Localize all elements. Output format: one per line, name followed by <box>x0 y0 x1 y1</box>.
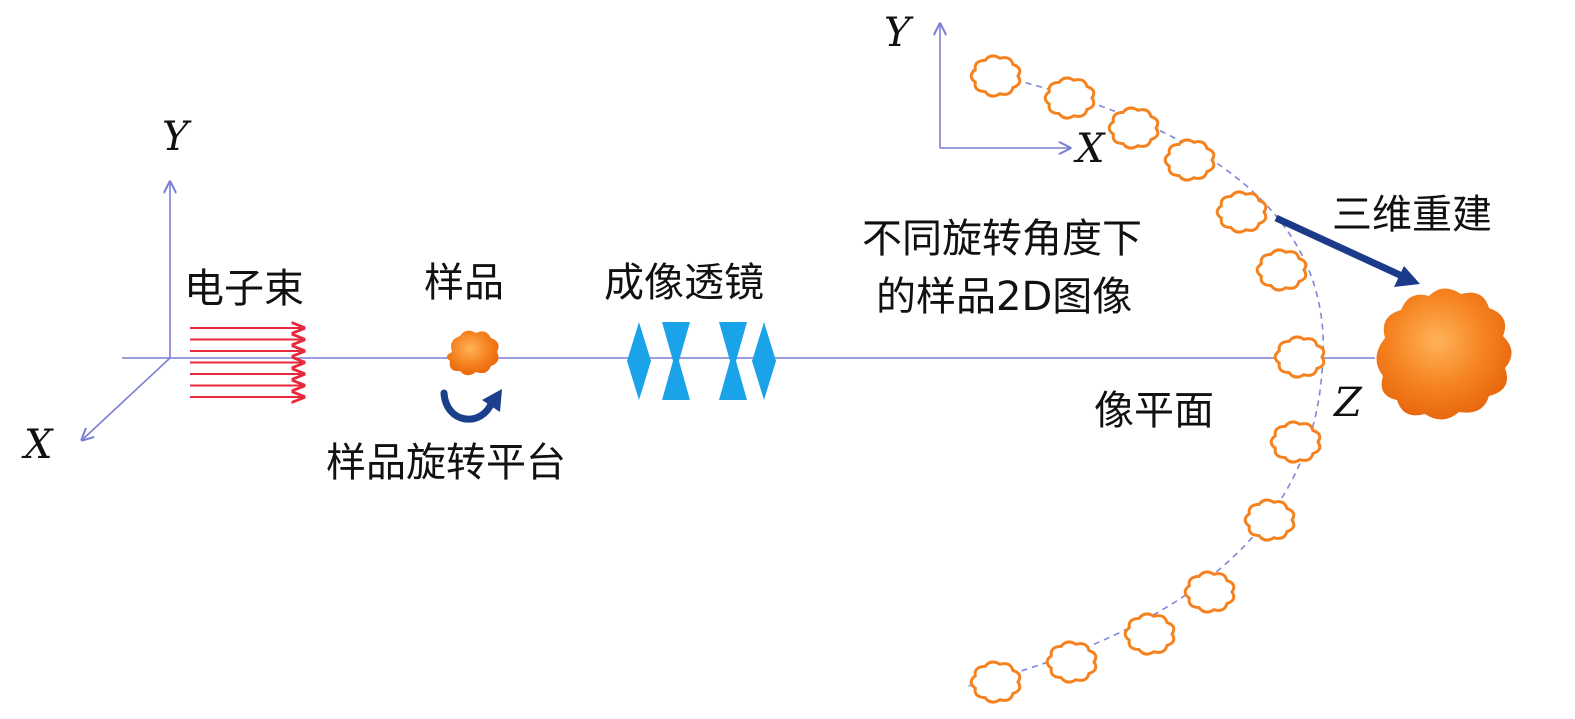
rotation-arrow <box>440 389 496 423</box>
right-x-label: X <box>1073 126 1106 172</box>
projection-image <box>1255 248 1308 292</box>
reconstruct-arrowhead <box>1394 266 1420 287</box>
projection-image <box>1107 106 1160 150</box>
sample-label: 样品 <box>424 260 504 306</box>
left-x-axis <box>82 357 171 440</box>
projection-images: 不同旋转角度下 的样品2D图像 像平面 <box>862 54 1326 704</box>
sample-blob <box>446 330 499 376</box>
projection-image <box>1183 570 1236 614</box>
concave-lens-1 <box>662 322 690 400</box>
reconstructed-object <box>1376 288 1512 420</box>
electron-beam: 电子束 <box>184 266 304 397</box>
left-y-label: Y <box>162 114 192 160</box>
reconstruct-arrow <box>1274 214 1404 280</box>
projections-label-line2: 的样品2D图像 <box>876 274 1132 320</box>
left-axes: Y X <box>21 114 192 468</box>
convex-lens-1 <box>627 322 651 400</box>
projection-image <box>1215 190 1268 234</box>
rotation-stage-label: 样品旋转平台 <box>326 440 566 486</box>
projection-image <box>1045 640 1098 684</box>
sample-group: 样品 样品旋转平台 <box>326 260 566 486</box>
projection-image <box>1163 138 1216 182</box>
reconstruction-group: 三维重建 Z <box>1274 192 1512 426</box>
projection-image <box>1043 76 1096 120</box>
projections-label-line1: 不同旋转角度下 <box>862 216 1142 262</box>
concave-lens-2 <box>719 322 747 400</box>
electron-beam-label: 电子束 <box>184 266 304 312</box>
imaging-lens-group: 成像透镜 <box>604 260 776 400</box>
projection-image <box>969 660 1022 704</box>
projection-image <box>1123 612 1176 656</box>
beam-lines <box>190 328 304 397</box>
projection-image <box>1273 335 1326 379</box>
projection-image <box>1243 498 1296 542</box>
projection-image <box>969 54 1022 98</box>
convex-lens-2 <box>752 322 776 400</box>
right-axes: Y X <box>884 10 1106 172</box>
arc-clouds <box>969 54 1326 704</box>
left-x-label: X <box>21 422 54 468</box>
projection-arc <box>967 69 1325 687</box>
right-y-label: Y <box>884 10 914 56</box>
reconstruction-label: 三维重建 <box>1332 192 1492 238</box>
image-plane-label: 像平面 <box>1094 388 1214 434</box>
projection-image <box>1269 420 1322 464</box>
rotation-arrowhead <box>482 389 502 412</box>
imaging-lens-label: 成像透镜 <box>604 260 764 306</box>
z-axis-label: Z <box>1332 380 1363 426</box>
